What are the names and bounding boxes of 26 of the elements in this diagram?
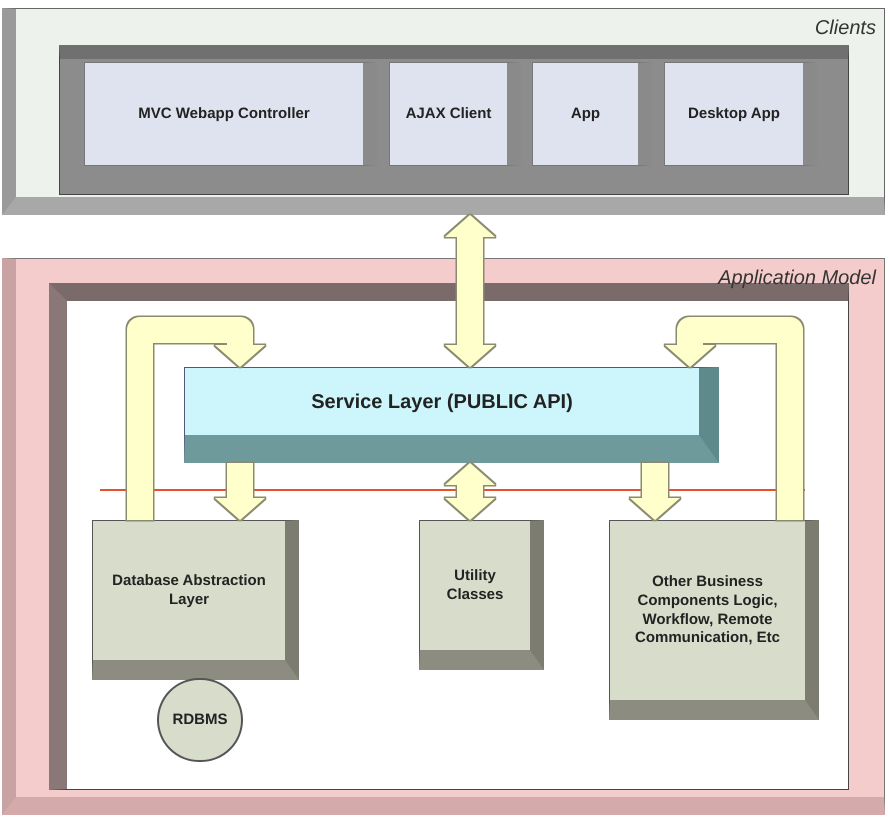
block-arrow bbox=[127, 317, 265, 520]
box-label: Desktop App bbox=[688, 104, 780, 124]
component-box bbox=[92, 520, 299, 680]
block-arrow bbox=[630, 463, 680, 520]
block-arrow bbox=[445, 215, 495, 367]
panel-title: Clients bbox=[814, 16, 876, 41]
block-arrow bbox=[215, 463, 265, 520]
component-box bbox=[84, 62, 377, 166]
clients-panel bbox=[2, 8, 885, 215]
block-arrow bbox=[665, 317, 803, 520]
component-box bbox=[389, 62, 521, 166]
box-label: RDBMS bbox=[172, 710, 228, 730]
box-label: Database Abstraction Layer bbox=[111, 572, 267, 610]
application-model-panel bbox=[2, 258, 885, 815]
box-label: Other Business Components Logic, Workflow, Remote Communication, Etc bbox=[634, 573, 781, 648]
box-label: App bbox=[570, 104, 600, 124]
block-arrow bbox=[445, 463, 495, 520]
box-label: Service Layer (PUBLIC API) bbox=[311, 390, 573, 414]
component-box bbox=[664, 62, 817, 166]
box-label: Utility Classes bbox=[446, 566, 504, 604]
component-box bbox=[609, 520, 819, 720]
component-box bbox=[532, 62, 652, 166]
service-layer-box bbox=[184, 367, 719, 463]
component-box bbox=[419, 520, 544, 670]
box-label: MVC Webapp Controller bbox=[138, 104, 310, 124]
box-label: AJAX Client bbox=[406, 104, 492, 124]
